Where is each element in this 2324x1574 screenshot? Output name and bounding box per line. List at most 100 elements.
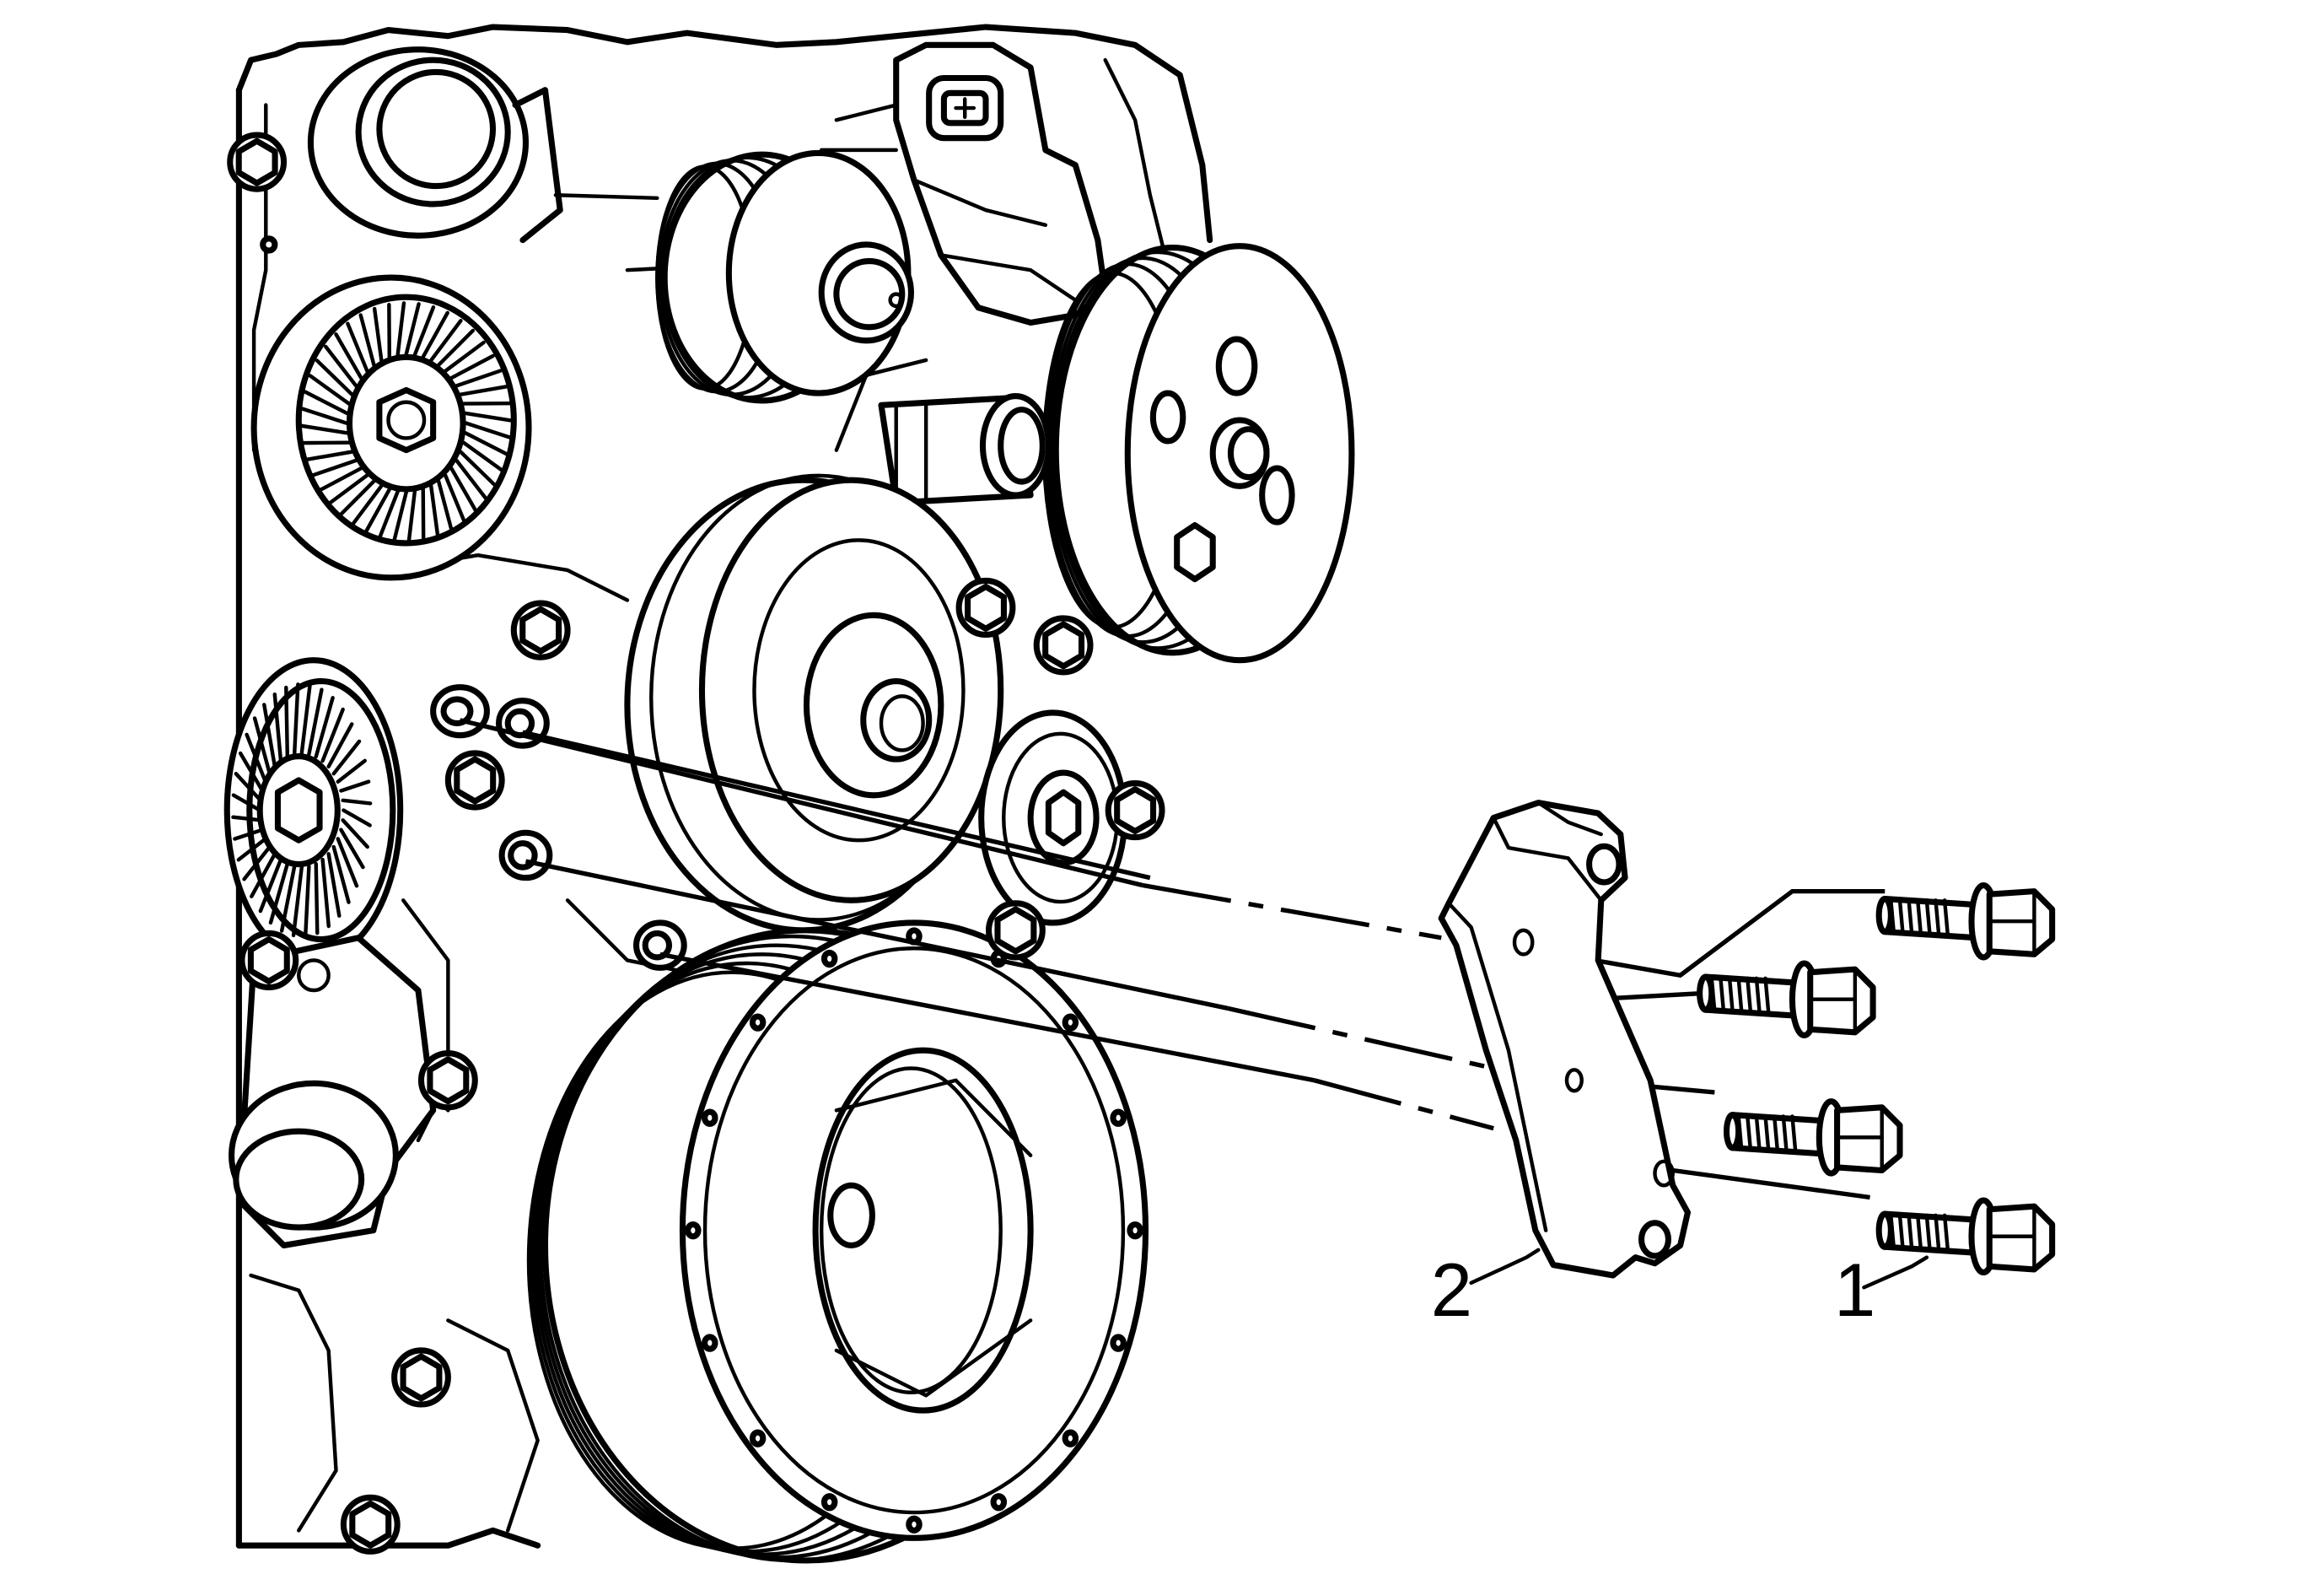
pulley-fin [436, 328, 476, 368]
callout-label-2: 2 [1431, 1248, 1472, 1332]
balancer-hole [749, 1013, 767, 1032]
balancer-hole [1110, 1108, 1127, 1127]
pulley-fin [303, 390, 349, 416]
flange-bolt [1697, 960, 1876, 1038]
pulley-fin [233, 827, 265, 841]
balancer-hole [685, 1221, 702, 1240]
belt-tensioner [978, 709, 1128, 926]
pulley-fin [336, 758, 367, 784]
pulley-fin [292, 682, 300, 757]
pulley-fin [315, 358, 354, 396]
pulley-fin [252, 716, 272, 776]
pulley-fin [262, 703, 277, 769]
pulley-fin [428, 483, 440, 540]
pulley-fin [339, 779, 371, 793]
coolant-hose-outlet [878, 393, 1052, 506]
pulley-fin [406, 489, 417, 546]
engine-bolt-head [519, 606, 562, 655]
pulley-fin [272, 692, 283, 763]
balancer-hole [1062, 1013, 1079, 1032]
pulley-fin [395, 301, 406, 357]
pulley-fin [443, 340, 486, 374]
pulley-fin [326, 852, 342, 918]
engine-bolt-head [454, 756, 497, 805]
crankshaft-balancer [526, 919, 1149, 1564]
callout-2-leader [1469, 1248, 1541, 1286]
pulley-fin [341, 798, 373, 806]
pulley-fin [336, 837, 359, 888]
pulley-fin [339, 827, 365, 870]
pulley-fin [455, 369, 503, 388]
pulley-fin [308, 374, 352, 406]
pulley-fin [299, 423, 349, 435]
pulley-fin [245, 732, 268, 784]
pulley-fin [309, 458, 358, 477]
pulley-fin [331, 739, 362, 776]
pulley-fin [449, 466, 479, 515]
sensor-connector [819, 41, 1109, 326]
upper-idler-pulley [250, 274, 532, 581]
pulley-fin [314, 696, 335, 759]
engine-bolt-head [994, 906, 1037, 955]
engine-bolt-head [400, 1353, 443, 1402]
pulley-fin [326, 722, 354, 769]
pulley-fin [304, 864, 311, 938]
engine-bolt-head [1042, 621, 1085, 670]
pulley-fin [279, 864, 297, 933]
pulley-fin [449, 353, 495, 380]
pulley-fin [341, 818, 369, 849]
flange-bolt [1875, 881, 2056, 961]
pulley-fin [320, 707, 345, 763]
pulley-fin [358, 313, 376, 368]
pulley-fin [299, 683, 312, 756]
pulley-fin [268, 861, 290, 925]
balancer-hole [906, 1515, 923, 1534]
pulley-fin [250, 852, 277, 898]
balancer-hole [702, 1334, 718, 1352]
pulley-fin [443, 473, 467, 525]
balancer-hole [1062, 1429, 1079, 1447]
pulley-fin [238, 751, 265, 793]
pulley-fin [363, 487, 392, 536]
pulley-fin [455, 458, 489, 502]
balancer-hole [702, 1108, 718, 1127]
pulley-fin [334, 332, 363, 380]
engine-mount-holes [430, 684, 687, 971]
pulley-fin [258, 857, 283, 914]
pulley-fin [412, 305, 436, 357]
pulley-fin [463, 431, 509, 456]
engine-bolt-head [1114, 786, 1157, 835]
pulley-fin [377, 489, 400, 542]
pulley-fin [236, 837, 268, 862]
pulley-fin [304, 450, 354, 462]
oil-fill-cap [240, 46, 563, 254]
pulley-fin [231, 815, 263, 822]
pulley-fin [326, 473, 369, 506]
engine-bolt-head [247, 935, 290, 984]
pulley-fin [242, 844, 272, 881]
callout-1-leader [1862, 1255, 1929, 1290]
pulley-fin [300, 407, 349, 425]
engine-bolt-head [427, 1056, 470, 1105]
pulley-fin [324, 344, 358, 388]
pulley-fin [404, 302, 421, 357]
thermostat-housing [228, 935, 437, 1248]
balancer-hole [990, 1493, 1008, 1512]
flange-bolts [1697, 881, 2056, 1276]
pulley-fin [307, 687, 324, 757]
water-pump-pulley [655, 149, 914, 404]
pulley-fin [284, 685, 290, 759]
engine-bolt-head [965, 583, 1007, 632]
engine-fasteners [227, 132, 1165, 1555]
engine-bolt-head [349, 1500, 392, 1549]
pulley-fin [459, 385, 508, 396]
pulley-fin [337, 479, 376, 518]
lower-idler-pulley [223, 657, 404, 964]
flange-bolt [1875, 1197, 2056, 1276]
balancer-hole [820, 949, 838, 968]
pulley-fin [459, 450, 498, 488]
pulley-fin [372, 306, 384, 363]
pulley-fin [331, 844, 351, 904]
pulley-fin [291, 865, 304, 938]
